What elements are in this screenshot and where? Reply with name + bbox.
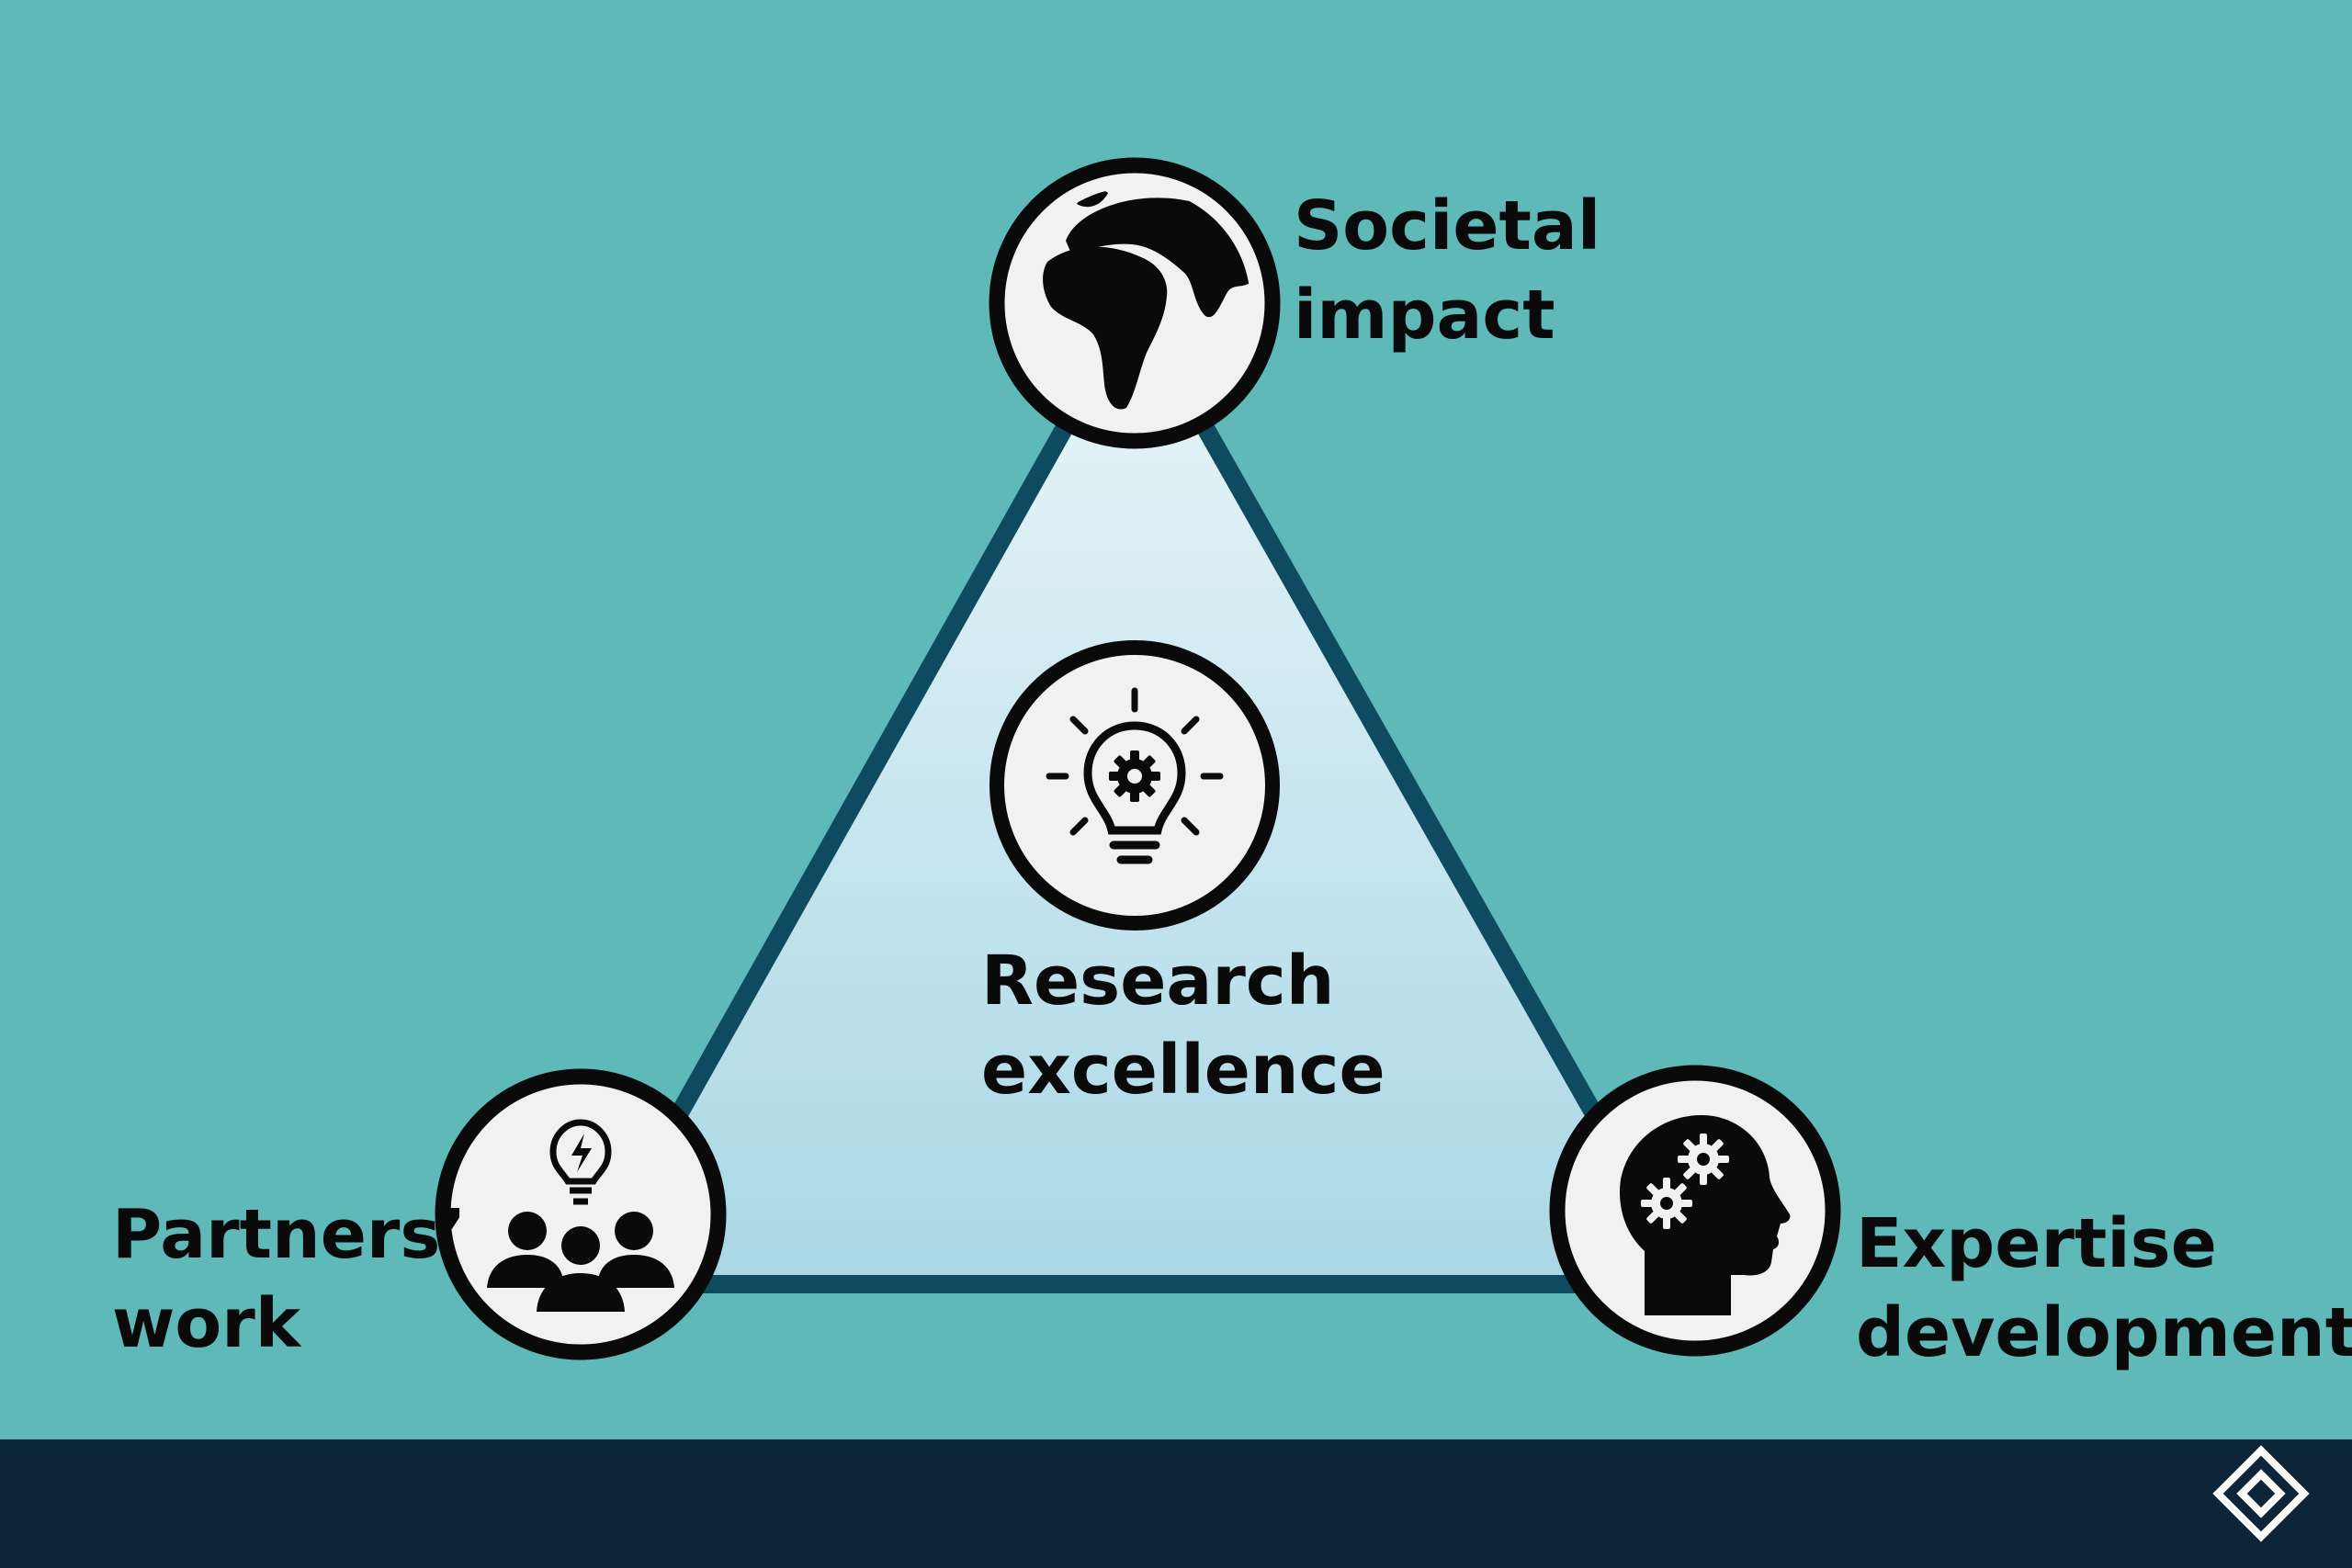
node-research-excellence [989, 640, 1280, 931]
globe-icon [1043, 189, 1250, 410]
label-line: Expertise [1856, 1204, 2217, 1283]
head-gears-icon [1620, 1115, 1791, 1315]
label-line: excellence [981, 1031, 1385, 1110]
label-societal-impact: Societal impact [1294, 182, 1600, 360]
lightbulb-gear-icon [1046, 687, 1224, 864]
label-line: work [112, 1284, 300, 1363]
footer-bar [0, 1439, 2352, 1568]
label-line: Partners’ [112, 1195, 467, 1274]
node-societal-impact [989, 157, 1281, 449]
node-partners-work [435, 1068, 727, 1360]
label-expertise-development: Expertise development [1856, 1200, 2352, 1378]
team-idea-icon [487, 1119, 674, 1312]
node-expertise-development [1549, 1065, 1841, 1357]
label-line: impact [1294, 276, 1555, 355]
label-line: Research [981, 942, 1335, 1021]
label-partners-work: Partners’ work [112, 1190, 467, 1369]
label-research-excellence: Research excellence [981, 937, 1385, 1115]
diamond-link-logo [2212, 1445, 2310, 1542]
label-line: Societal [1294, 186, 1601, 265]
label-line: development [1856, 1293, 2352, 1372]
